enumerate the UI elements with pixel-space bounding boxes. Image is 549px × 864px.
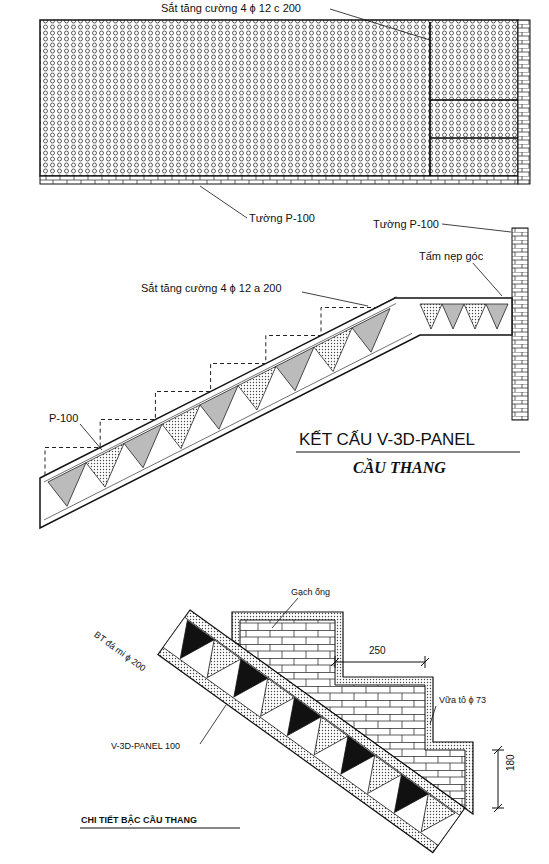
wall-strip [518, 20, 530, 184]
leader-line [80, 424, 102, 450]
leader-line [272, 598, 298, 628]
truss-triangle [368, 755, 402, 793]
callout-label: Tường P-100 [372, 218, 440, 231]
callout-label: Vữa tô ϕ 73 [438, 694, 487, 706]
truss-triangle [486, 304, 508, 329]
core-line [44, 304, 412, 520]
truss-triangle [394, 775, 428, 813]
callout-label: CHI TIẾT BẬC CẦU THANG [80, 814, 198, 826]
stair-section [40, 228, 528, 528]
step-detail [80, 610, 504, 853]
leader-line [472, 262, 502, 296]
truss-triangle [341, 736, 375, 774]
truss-triangle [207, 640, 241, 678]
callout-label: Tấm nẹp góc [418, 250, 484, 263]
truss-triangle [238, 366, 276, 410]
truss-triangle [124, 424, 162, 468]
callout-label: P-100 [48, 412, 79, 425]
leader-lines [80, 9, 511, 744]
truss-triangle [180, 620, 214, 658]
truss-triangle [86, 443, 124, 487]
callout-label: Gạch ống [290, 586, 331, 598]
leader-line [200, 705, 226, 744]
dimension-line [492, 746, 504, 812]
leader-line [442, 224, 511, 232]
truss-core [44, 304, 508, 520]
callout-label: CẦU THANG [352, 458, 447, 477]
truss-triangle [421, 794, 455, 832]
detail-title-underline [80, 828, 240, 829]
title-underline [296, 451, 520, 452]
truss-triangle [420, 304, 442, 329]
truss-triangle [314, 328, 352, 372]
plan-view [40, 20, 530, 184]
truss-triangle [287, 698, 321, 736]
callout-label: 250 [368, 644, 387, 657]
truss-triangle [352, 309, 390, 353]
truss-triangle [162, 405, 200, 449]
leader-line [330, 9, 430, 40]
slab-core [163, 617, 460, 845]
truss-triangle [464, 304, 486, 329]
rebar-line [430, 22, 518, 176]
slab-outline [40, 298, 512, 528]
callout-label: 180 [504, 753, 517, 772]
panel-plan [40, 20, 518, 176]
truss-triangle [442, 304, 464, 329]
truss-triangle [261, 678, 295, 716]
wall-strip [40, 176, 518, 184]
truss-triangle [48, 463, 86, 507]
truss-triangle [234, 659, 268, 697]
wall-section [512, 228, 528, 420]
slab-plaster [158, 610, 465, 853]
truss-triangle [200, 386, 238, 430]
truss-triangle [314, 717, 348, 755]
leader-line [302, 292, 368, 306]
leader-line [200, 186, 247, 218]
callout-label: Tường P-100 [248, 212, 316, 225]
callout-label: Sắt tăng cường 4 ϕ 12 c 200 [160, 2, 302, 15]
leader-line [430, 706, 436, 724]
callout-label: V-3D-PANEL 100 [110, 740, 181, 752]
detail-slab [158, 610, 465, 853]
drawing-title: KẾT CẤU V-3D-PANEL [298, 430, 476, 450]
callout-label: BT đá mi ϕ 200 [91, 628, 149, 675]
callout-label: Sắt tăng cường 4 ϕ 12 a 200 [140, 282, 283, 295]
dimension-line [331, 656, 429, 668]
truss-triangle [276, 347, 314, 391]
